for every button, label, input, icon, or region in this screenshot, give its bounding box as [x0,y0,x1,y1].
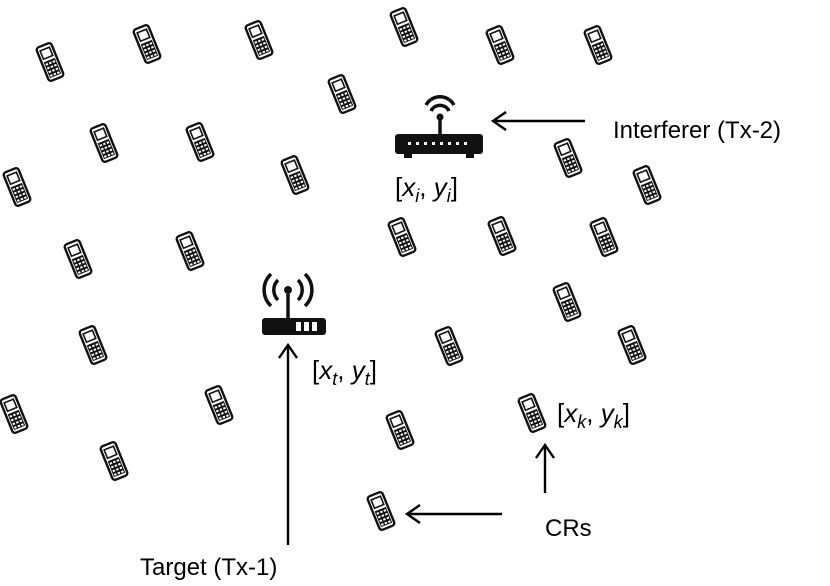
mobile-phone-icon [77,324,109,366]
mobile-phone-icon [243,19,275,61]
mobile-phone-icon [516,392,548,434]
target-coord: [xt, yt] [312,355,377,389]
mobile-phone-icon [203,384,235,426]
mobile-phone-icon [582,24,614,66]
cr-phones [0,6,663,532]
mobile-phone-icon [486,215,518,257]
mobile-phone-icon [98,440,130,482]
interferer-coord: [xi, yi] [395,172,458,206]
mobile-phone-icon [34,41,66,83]
crs-label: CRs [545,515,592,542]
mobile-phone-icon [88,122,120,164]
mobile-phone-icon [0,393,30,435]
mobile-phone-icon [184,121,216,163]
radio-transmitter-icon [262,272,326,335]
arrows [278,111,585,545]
wifi-router-icon [395,95,483,158]
mobile-phone-icon [174,230,206,272]
mobile-phone-icon [616,324,648,366]
mobile-phone-icon [1,166,33,208]
cr-coord: [xk, yk] [557,398,630,432]
target-label: Target (Tx-1) [140,554,278,581]
mobile-phone-icon [631,164,663,206]
mobile-phone-icon [279,154,311,196]
mobile-phone-icon [131,23,163,65]
interferer-label: Interferer (Tx-2) [613,117,782,144]
crs-arrow-up [535,442,555,493]
mobile-phone-icon [384,409,416,451]
mobile-phone-icon [326,73,358,115]
mobile-phone-icon [433,325,465,367]
interferer-arrow [490,111,585,131]
crs-arrow-left [404,504,502,524]
mobile-phone-icon [386,216,418,258]
mobile-phone-icon [552,137,584,179]
target-arrow [278,342,298,545]
mobile-phone-icon [588,216,620,258]
mobile-phone-icon [484,24,516,66]
mobile-phone-icon [365,490,397,532]
mobile-phone-icon [388,6,420,48]
mobile-phone-icon [62,238,94,280]
mobile-phone-icon [551,281,583,323]
